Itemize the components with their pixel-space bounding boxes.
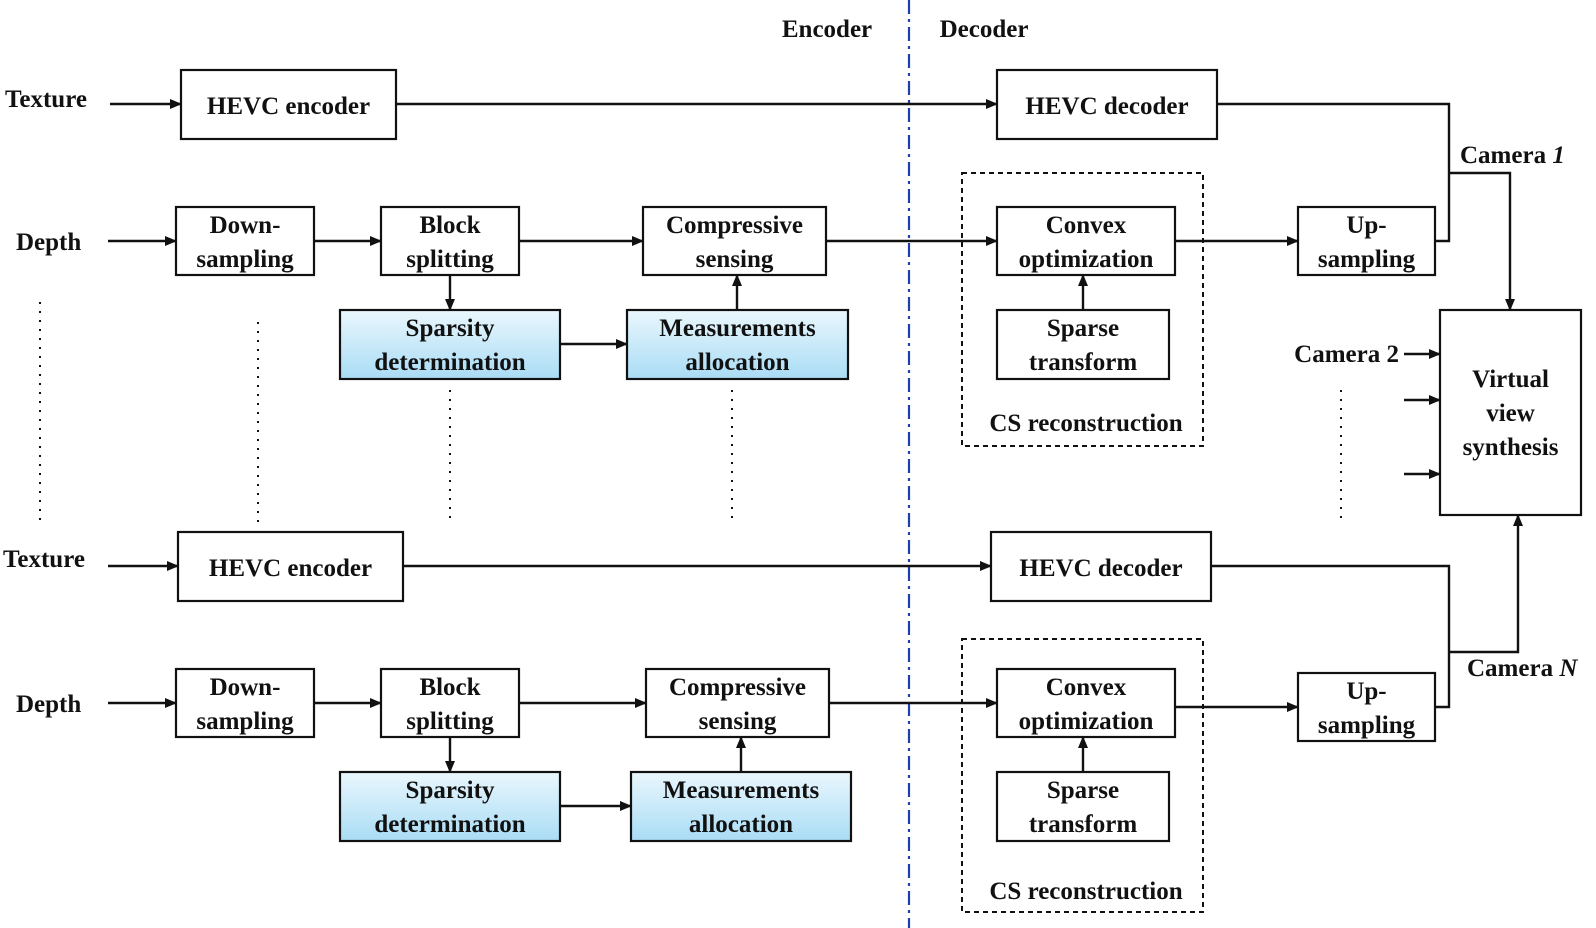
cs-reconstruction-group-1 [961, 172, 1204, 447]
connectors-camera-1 [108, 99, 1515, 479]
downsampling-block-n: Down-sampling [174, 667, 316, 739]
hevc-encoder-label-1: HEVC encoder [207, 93, 370, 120]
depth-input-label-1: Depth [16, 229, 81, 256]
hevc-decoder-label-1: HEVC decoder [1025, 93, 1188, 120]
decoder-label: Decoder [940, 16, 1029, 43]
ellipsis-dots [39, 302, 1342, 524]
camera-n-label: Camera N [1467, 655, 1578, 682]
cs-reconstruction-group-n [961, 638, 1204, 913]
cs-reconstruction-label-1: CS reconstruction [989, 410, 1182, 437]
hevc-encoder-block-1: HEVC encoder [179, 68, 398, 141]
hevc-decoder-block-1: HEVC decoder [995, 68, 1219, 141]
depth-input-label-n: Depth [16, 691, 81, 718]
connectors-camera-n [108, 514, 1523, 811]
texture-input-label-1: Texture [5, 86, 87, 113]
texture-input-label-n: Texture [3, 546, 85, 573]
downsampling-label-n: Down-sampling [196, 674, 294, 735]
downsampling-label-1: Down-sampling [196, 212, 294, 273]
upsampling-block-n: Up-sampling [1296, 671, 1437, 743]
hevc-decoder-block-n: HEVC decoder [989, 530, 1213, 603]
upsampling-label-n: Up-sampling [1318, 678, 1416, 739]
encoder-label: Encoder [782, 16, 872, 43]
upsampling-block-1: Up-sampling [1296, 205, 1437, 277]
camera-2-label: Camera 2 [1294, 341, 1399, 368]
hevc-decoder-label-n: HEVC decoder [1019, 555, 1182, 582]
upsampling-label-1: Up-sampling [1318, 212, 1416, 273]
cs-reconstruction-label-n: CS reconstruction [989, 878, 1182, 905]
hevc-encoder-label-n: HEVC encoder [209, 555, 372, 582]
hevc-encoder-block-n: HEVC encoder [176, 530, 405, 603]
downsampling-block-1: Down-sampling [174, 205, 316, 277]
camera-1-label: Camera 1 [1460, 142, 1565, 169]
